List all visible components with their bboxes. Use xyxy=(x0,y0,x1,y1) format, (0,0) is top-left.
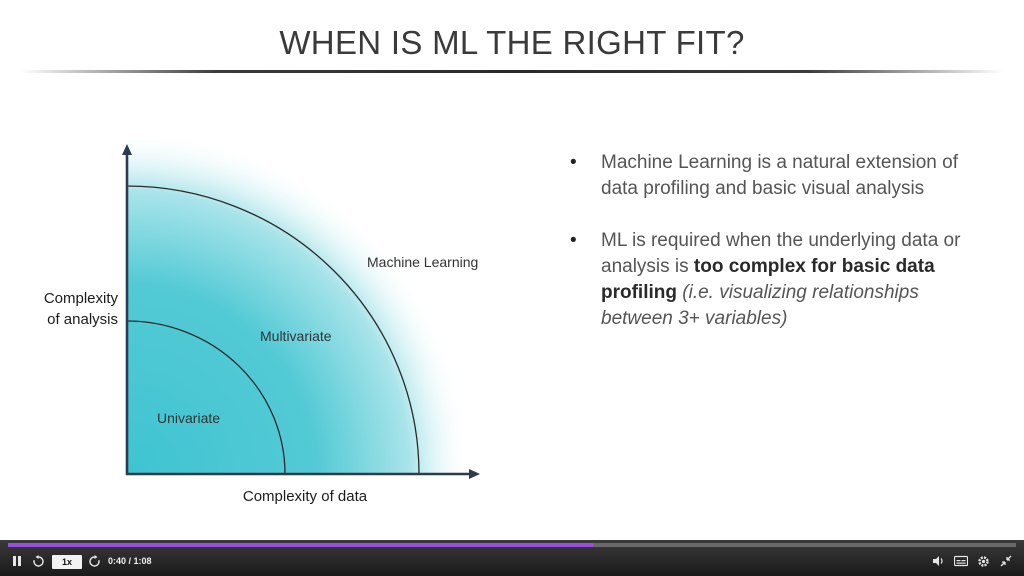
settings-icon xyxy=(978,556,989,567)
volume-button[interactable] xyxy=(932,555,945,567)
title-divider xyxy=(20,70,1004,73)
machine-learning-arc xyxy=(126,185,420,475)
playback-speed-button[interactable]: 1x xyxy=(52,555,82,569)
progress-bar[interactable] xyxy=(8,543,1016,547)
exit-fullscreen-button[interactable] xyxy=(1000,555,1012,567)
x-axis-arrow xyxy=(469,469,480,479)
video-player-controls: 1x 0:40 / 1:08 xyxy=(0,540,1024,576)
bullet-text-italic: (i.e. visualizing relationships between … xyxy=(601,282,919,329)
bullet-text-plain: ML is required when the underlying data … xyxy=(601,230,961,277)
forward-icon xyxy=(89,555,100,567)
captions-button[interactable] xyxy=(954,555,968,567)
bullet-list: • Machine Learning is a natural extensio… xyxy=(570,150,970,358)
y-axis-label: Complexity of analysis xyxy=(14,288,118,330)
bullet-glyph: • xyxy=(570,152,577,173)
bullet-glyph: • xyxy=(570,230,577,251)
volume-icon xyxy=(933,556,943,566)
rewind-icon xyxy=(33,555,44,567)
rewind-button[interactable] xyxy=(32,555,45,568)
multivariate-arc xyxy=(126,320,286,475)
y-axis-label-line1: Complexity xyxy=(43,290,118,307)
forward-button[interactable] xyxy=(88,555,101,568)
bullet-text: Machine Learning is a natural extension … xyxy=(601,152,959,199)
bullet-item: • Machine Learning is a natural extensio… xyxy=(570,150,970,202)
bullet-text: ML is required when the underlying data … xyxy=(601,230,960,329)
bullet-text-bold: too complex for basic data profiling xyxy=(601,256,935,303)
slide-title: WHEN IS ML THE RIGHT FIT? xyxy=(279,24,745,61)
settings-button[interactable] xyxy=(977,555,990,568)
progress-fill xyxy=(8,543,593,547)
complexity-diagram: Complexity of analysis Complexity of dat… xyxy=(0,140,520,520)
region-label-machine-learning: Machine Learning xyxy=(367,254,479,270)
pause-button[interactable] xyxy=(11,555,23,567)
pause-icon xyxy=(13,556,21,566)
time-display: 0:40 / 1:08 xyxy=(108,556,152,566)
region-label-univariate: Univariate xyxy=(157,410,221,426)
y-axis-arrow xyxy=(122,144,132,155)
exit-fullscreen-icon xyxy=(1000,555,1012,567)
captions-icon xyxy=(954,555,968,567)
region-label-multivariate: Multivariate xyxy=(260,328,332,344)
y-axis-label-line2: of analysis xyxy=(47,311,118,328)
slide: WHEN IS ML THE RIGHT FIT? Complexity of xyxy=(0,24,1004,520)
bullet-item: • ML is required when the underlying dat… xyxy=(570,228,970,332)
x-axis-label: Complexity of data xyxy=(242,488,368,505)
diagram-graphic xyxy=(122,140,480,479)
ml-region xyxy=(127,140,477,474)
